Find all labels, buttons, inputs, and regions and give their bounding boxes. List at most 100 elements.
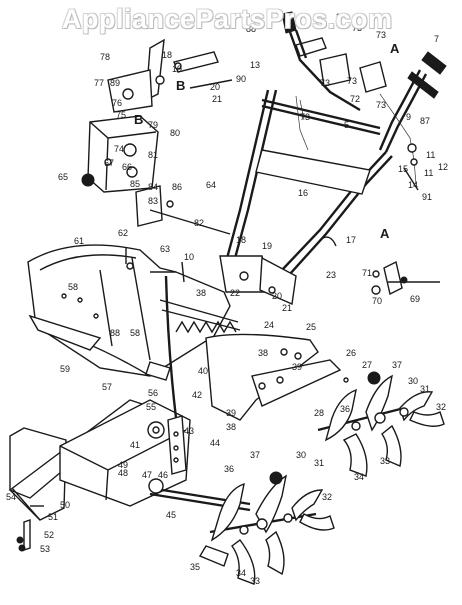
handlebar-assembly bbox=[219, 11, 447, 306]
callout-55: 55 bbox=[146, 402, 156, 412]
callout-20: 20 bbox=[210, 82, 220, 92]
callout-74: 74 bbox=[114, 144, 124, 154]
callout-2: 2 bbox=[336, 12, 341, 22]
callout-76: 76 bbox=[112, 98, 122, 108]
callout-34: 34 bbox=[354, 472, 364, 482]
handle-panel bbox=[255, 149, 371, 195]
shield-lip bbox=[28, 314, 102, 351]
upper-right-bar bbox=[378, 69, 422, 151]
callout-39: 39 bbox=[226, 408, 236, 418]
callout-33: 33 bbox=[380, 456, 390, 466]
callout-18: 18 bbox=[236, 235, 246, 245]
flap-28 bbox=[251, 359, 342, 407]
callout-87: 87 bbox=[420, 116, 430, 126]
tine-tip-35 bbox=[198, 545, 229, 567]
callout-5: 5 bbox=[344, 120, 349, 130]
detail-a bbox=[319, 236, 440, 296]
callout-45: 45 bbox=[166, 510, 176, 520]
callout-15: 15 bbox=[398, 164, 408, 174]
callout-48: 48 bbox=[118, 468, 128, 478]
callout-b: B bbox=[134, 112, 143, 127]
callout-56: 56 bbox=[148, 388, 158, 398]
callout-73: 73 bbox=[352, 23, 362, 33]
callout-11: 11 bbox=[426, 150, 435, 160]
callout-43: 43 bbox=[184, 426, 194, 436]
control-bracket bbox=[319, 53, 351, 87]
callout-73: 73 bbox=[300, 112, 310, 122]
callout-62: 62 bbox=[118, 228, 128, 238]
callout-27: 27 bbox=[362, 360, 372, 370]
spring-23 bbox=[319, 236, 337, 247]
callout-80: 80 bbox=[170, 128, 180, 138]
engine-bracket-group bbox=[81, 38, 233, 235]
callout-23: 23 bbox=[326, 270, 336, 280]
callout-21: 21 bbox=[282, 303, 292, 313]
mount-plate-44 bbox=[167, 415, 187, 475]
callout-84: 84 bbox=[148, 182, 158, 192]
callout-51: 51 bbox=[48, 512, 58, 522]
callout-30: 30 bbox=[296, 450, 306, 460]
callout-38: 38 bbox=[226, 422, 236, 432]
callout-72: 72 bbox=[350, 94, 360, 104]
callout-20: 20 bbox=[272, 291, 282, 301]
callout-52: 52 bbox=[44, 530, 54, 540]
callout-75: 75 bbox=[116, 110, 126, 120]
callout-19: 19 bbox=[172, 64, 182, 74]
callout-39: 39 bbox=[292, 362, 302, 372]
callout-32: 32 bbox=[322, 492, 332, 502]
crossbar bbox=[261, 98, 381, 130]
callout-57: 57 bbox=[102, 382, 112, 392]
rear-flap bbox=[205, 333, 342, 421]
rod-82 bbox=[149, 209, 231, 235]
tine-assembly-right bbox=[317, 371, 445, 477]
callout-25: 25 bbox=[306, 322, 316, 332]
control-cable bbox=[164, 275, 178, 419]
callout-79: 79 bbox=[148, 120, 158, 130]
callout-36: 36 bbox=[224, 464, 234, 474]
callout-46: 46 bbox=[158, 470, 168, 480]
callout-86: 86 bbox=[172, 182, 182, 192]
callout-12: 12 bbox=[438, 162, 448, 172]
callout-67: 67 bbox=[104, 158, 114, 168]
callout-71: 71 bbox=[362, 268, 372, 278]
knob-65 bbox=[81, 173, 95, 187]
callout-42: 42 bbox=[192, 390, 202, 400]
callout-18: 18 bbox=[162, 50, 172, 60]
callout-33: 33 bbox=[250, 576, 260, 586]
callout-91: 91 bbox=[422, 192, 432, 202]
callout-26: 26 bbox=[346, 348, 356, 358]
callout-78: 78 bbox=[100, 52, 110, 62]
callout-32: 32 bbox=[436, 402, 446, 412]
callout-35: 35 bbox=[190, 562, 200, 572]
callout-31: 31 bbox=[420, 384, 430, 394]
callout-36: 36 bbox=[340, 404, 350, 414]
callout-34: 34 bbox=[236, 568, 246, 578]
watermark: AppliancePartsPros.com bbox=[62, 4, 393, 34]
callout-b: B bbox=[176, 78, 185, 93]
callout-9: 9 bbox=[406, 112, 411, 122]
callout-22: 22 bbox=[230, 288, 240, 298]
callout-21: 21 bbox=[212, 94, 222, 104]
callout-88: 88 bbox=[110, 328, 120, 338]
right-handle-grip bbox=[421, 51, 447, 75]
cap-27 bbox=[367, 371, 381, 385]
callout-73: 73 bbox=[376, 30, 386, 40]
left-handle-tube bbox=[224, 89, 270, 263]
callout-41: 41 bbox=[130, 440, 140, 450]
callout-66: 66 bbox=[122, 162, 132, 172]
callout-65: 65 bbox=[58, 172, 68, 182]
callout-77: 77 bbox=[94, 78, 104, 88]
callout-70: 70 bbox=[372, 296, 382, 306]
callout-a: A bbox=[380, 226, 390, 241]
callout-14: 14 bbox=[408, 180, 418, 190]
callout-73: 73 bbox=[320, 78, 330, 88]
callout-16: 16 bbox=[298, 188, 308, 198]
transmission-frame bbox=[8, 275, 251, 552]
cap-37 bbox=[269, 471, 283, 485]
callout-61: 61 bbox=[74, 236, 84, 246]
upper-left-bar bbox=[288, 31, 361, 112]
callout-83: 83 bbox=[148, 196, 158, 206]
callout-38: 38 bbox=[196, 288, 206, 298]
